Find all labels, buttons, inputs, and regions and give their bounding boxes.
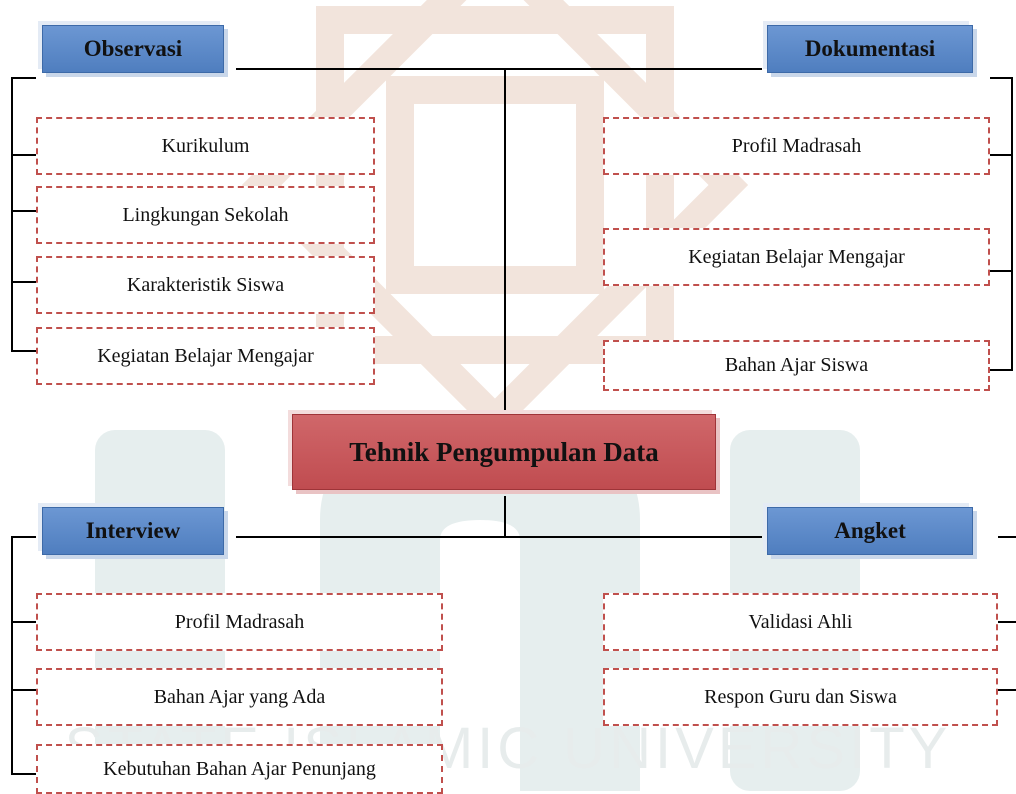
item-label: Bahan Ajar Siswa — [724, 354, 869, 376]
item-label: Validasi Ahli — [748, 610, 853, 633]
interview-item: Profil Madrasah — [36, 593, 443, 651]
dokumentasi-title: Dokumentasi — [804, 36, 936, 61]
observasi-item: Lingkungan Sekolah — [36, 186, 375, 244]
item-label: Kegiatan Belajar Mengajar — [688, 245, 905, 268]
dokumentasi-item: Bahan Ajar Siswa — [603, 340, 990, 391]
item-label: Kegiatan Belajar Mengajar — [97, 344, 314, 367]
interview-item: Bahan Ajar yang Ada — [36, 668, 443, 726]
angket-header: Angket — [767, 507, 973, 555]
interview-item: Kebutuhan Bahan Ajar Penunjang — [36, 744, 443, 794]
angket-title: Angket — [834, 518, 906, 543]
interview-header: Interview — [42, 507, 224, 555]
interview-title: Interview — [85, 518, 181, 543]
dokumentasi-item: Kegiatan Belajar Mengajar — [603, 228, 990, 286]
center-title-box: Tehnik Pengumpulan Data — [292, 414, 716, 490]
item-label: Bahan Ajar yang Ada — [153, 685, 326, 708]
observasi-item: Kegiatan Belajar Mengajar — [36, 327, 375, 385]
dokumentasi-header: Dokumentasi — [767, 25, 973, 73]
item-label: Kurikulum — [161, 134, 250, 157]
observasi-title: Observasi — [83, 36, 183, 61]
center-title: Tehnik Pengumpulan Data — [349, 436, 659, 467]
item-label: Respon Guru dan Siswa — [704, 685, 897, 708]
item-label: Profil Madrasah — [174, 610, 305, 633]
dokumentasi-item: Profil Madrasah — [603, 117, 990, 175]
angket-item: Respon Guru dan Siswa — [603, 668, 998, 726]
observasi-item: Kurikulum — [36, 117, 375, 175]
observasi-header: Observasi — [42, 25, 224, 73]
item-label: Kebutuhan Bahan Ajar Penunjang — [103, 757, 376, 780]
item-label: Karakteristik Siswa — [126, 273, 285, 296]
item-label: Profil Madrasah — [731, 134, 862, 157]
angket-item: Validasi Ahli — [603, 593, 998, 651]
observasi-item: Karakteristik Siswa — [36, 256, 375, 314]
item-label: Lingkungan Sekolah — [122, 203, 289, 226]
